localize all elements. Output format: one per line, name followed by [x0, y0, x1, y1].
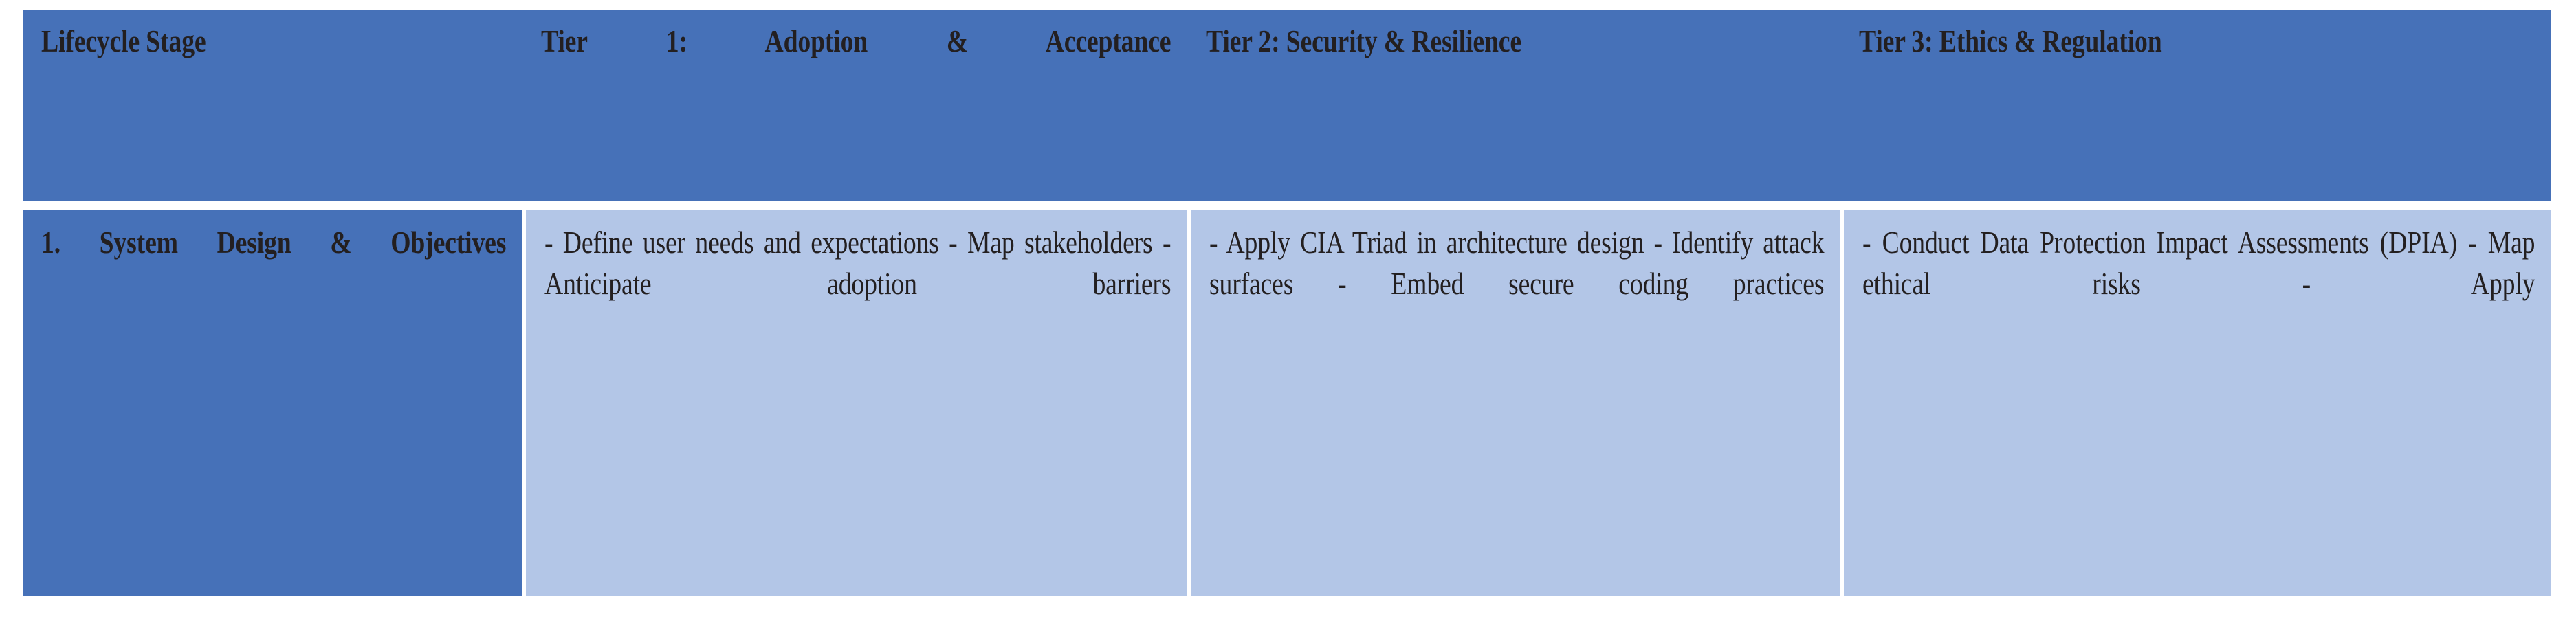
cell-tier-3-text: - Conduct Data Protection Impact Assessm… [1862, 225, 2535, 301]
column-header-tier-1: Tier 1: Adoption & Acceptance [522, 10, 1187, 201]
cell-lifecycle-stage-text: 1. System Design & Objectives [41, 225, 507, 260]
column-header-lifecycle-stage-label: Lifecycle Stage [41, 23, 206, 58]
cell-tier-1: - Define user needs and expectations - M… [526, 210, 1187, 596]
column-header-tier-1-label: Tier 1: Adoption & Acceptance [541, 23, 1171, 58]
column-header-tier-3: Tier 3: Ethics & Regulation [1840, 10, 2551, 201]
cell-tier-2: - Apply CIA Triad in architecture design… [1191, 210, 1840, 596]
column-header-tier-2-label: Tier 2: Security & Resilience [1206, 23, 1521, 58]
cell-tier-1-text: - Define user needs and expectations - M… [544, 225, 1171, 301]
column-header-tier-3-label: Tier 3: Ethics & Regulation [1859, 23, 2162, 58]
column-header-tier-2: Tier 2: Security & Resilience [1187, 10, 1840, 201]
table-header-row: Lifecycle Stage Tier 1: Adoption & Accep… [23, 10, 2551, 201]
cell-tier-2-text: - Apply CIA Triad in architecture design… [1209, 225, 1825, 301]
table-row: 1. System Design & Objectives - Define u… [23, 210, 2551, 596]
lifecycle-tier-table: Lifecycle Stage Tier 1: Adoption & Accep… [23, 10, 2551, 596]
cell-lifecycle-stage: 1. System Design & Objectives [23, 210, 522, 596]
column-header-lifecycle-stage: Lifecycle Stage [23, 10, 522, 201]
cell-tier-3: - Conduct Data Protection Impact Assessm… [1844, 210, 2551, 596]
